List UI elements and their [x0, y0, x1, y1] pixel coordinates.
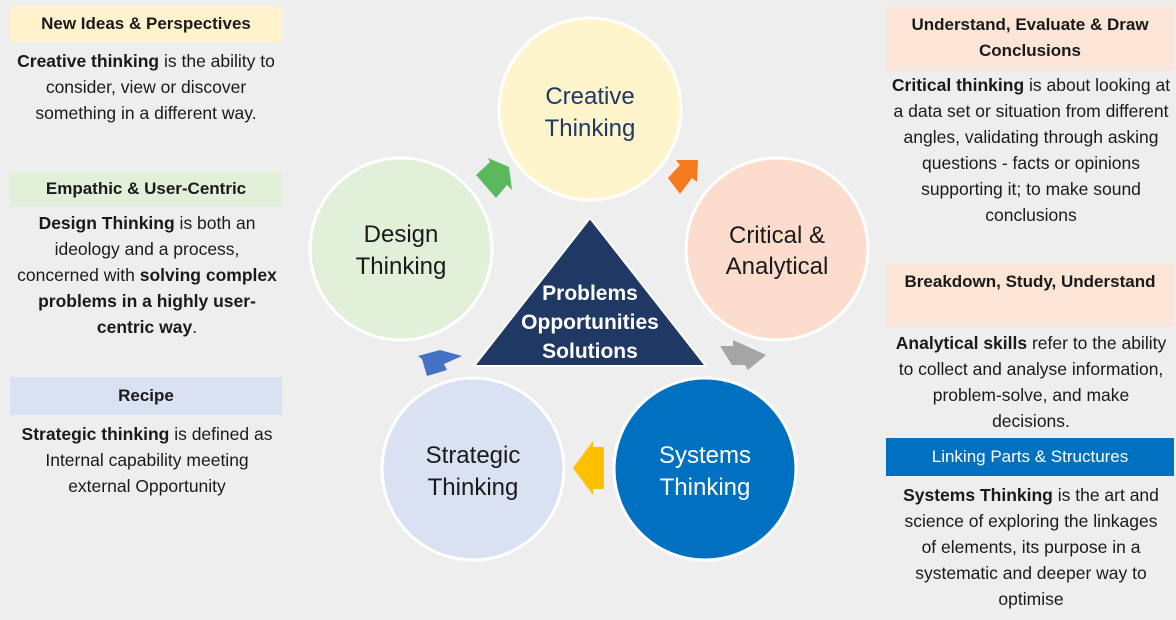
critical-description-bold: Critical thinking: [891, 75, 1025, 95]
strategic-header-text: Recipe: [118, 386, 174, 405]
strategic-label-line1: Strategic: [426, 442, 521, 469]
arrow-critical-to-systems: [720, 340, 766, 370]
systems-description: Systems Thinking is the art and science …: [896, 482, 1166, 612]
arrow-strategic-to-design: [418, 350, 462, 376]
systems-label-line1: Systems: [659, 442, 751, 469]
strategic-thinking-circle: [380, 376, 566, 562]
design-description-end: .: [192, 317, 198, 337]
systems-header: Linking Parts & Structures: [886, 438, 1174, 476]
design-thinking-circle: [308, 156, 494, 342]
center-label-problems: Problems: [542, 282, 638, 305]
strategic-header: Recipe: [10, 377, 282, 415]
arrow-systems-to-strategic: [573, 441, 604, 495]
arrow-creative-to-critical: [668, 160, 698, 194]
critical-description-text: is about looking at a data set or situat…: [893, 75, 1171, 225]
design-description-bold-2: solving complex problems in a highly use…: [38, 265, 277, 337]
critical-description: Critical thinking is about looking at a …: [888, 72, 1174, 228]
design-header: Empathic & User-Centric: [10, 172, 282, 206]
analytical-description-bold: Analytical skills: [895, 333, 1028, 353]
creative-header-text: New Ideas & Perspectives: [41, 14, 251, 33]
design-description-text: is both an ideology and a process, conce…: [17, 213, 256, 285]
critical-analytical-circle: [684, 156, 870, 342]
design-header-text: Empathic & User-Centric: [45, 179, 247, 198]
creative-thinking-circle: [497, 16, 683, 202]
systems-description-bold: Systems Thinking: [903, 485, 1053, 505]
strategic-description-bold: Strategic thinking: [21, 424, 170, 444]
creative-label-line2: Thinking: [545, 115, 636, 142]
critical-label-line1: Critical &: [729, 222, 825, 249]
systems-label-line2: Thinking: [660, 474, 751, 501]
strategic-description: Strategic thinking is defined as Interna…: [18, 421, 276, 499]
creative-description: Creative thinking is the ability to cons…: [14, 48, 278, 126]
strategic-label-line2: Thinking: [428, 474, 519, 501]
critical-label-line2: Analytical: [726, 253, 829, 280]
creative-header: New Ideas & Perspectives: [10, 6, 282, 42]
design-label-line2: Thinking: [356, 253, 447, 280]
systems-description-text: is the art and science of exploring the …: [904, 485, 1159, 609]
analytical-description-text: refer to the ability to collect and anal…: [898, 333, 1167, 431]
critical-header: Understand, Evaluate & Draw Conclusions: [886, 6, 1174, 70]
creative-description-bold: Creative thinking: [17, 51, 160, 71]
design-label-line1: Design: [364, 221, 439, 248]
center-label-solutions: Solutions: [542, 340, 638, 363]
analytical-header: Breakdown, Study, Understand: [886, 264, 1174, 326]
center-label-opportunities: Opportunities: [521, 311, 659, 334]
systems-thinking-circle: [612, 376, 798, 562]
analytical-header-text: Breakdown, Study, Understand: [904, 272, 1156, 291]
design-description: Design Thinking is both an ideology and …: [16, 210, 278, 340]
critical-header-text: Understand, Evaluate & Draw Conclusions: [911, 15, 1149, 60]
analytical-description: Analytical skills refer to the ability t…: [892, 330, 1170, 434]
center-triangle: [471, 216, 709, 367]
design-description-bold: Design Thinking: [38, 213, 175, 233]
arrow-design-to-creative: [476, 158, 512, 198]
creative-label-line1: Creative: [545, 83, 634, 110]
creative-description-text: is the ability to consider, view or disc…: [35, 51, 275, 123]
strategic-description-text: is defined as Internal capability meetin…: [45, 424, 273, 496]
systems-header-text: Linking Parts & Structures: [931, 447, 1129, 466]
